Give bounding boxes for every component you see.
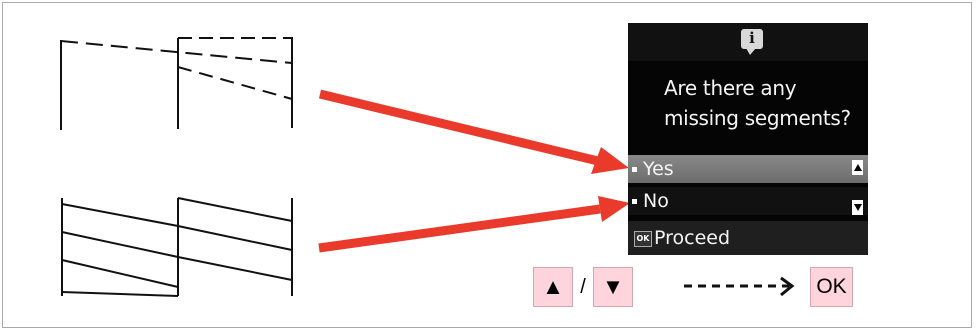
no-option-bullet: [632, 199, 637, 204]
no-option-label: No: [643, 190, 669, 212]
ok-key[interactable]: OK: [810, 267, 853, 307]
yes-option[interactable]: Yes: [628, 155, 868, 183]
printer-lcd-screen: i Are there any missing segments? Yes No…: [628, 23, 868, 255]
yes-option-bullet: [632, 167, 637, 172]
red-arrow-yes-shaft: [318, 89, 600, 166]
down-arrow-key[interactable]: ▼: [593, 267, 633, 307]
yes-option-label: Yes: [643, 158, 674, 180]
red-arrow-no-head: [598, 196, 630, 222]
dashed-arrow-head: [780, 276, 795, 297]
pattern-complete-line-6: [177, 256, 293, 281]
lcd-header: i: [628, 23, 868, 61]
pattern-complete-line-4: [177, 197, 293, 222]
missing-segments-pattern: [60, 37, 293, 130]
red-arrows: [318, 89, 630, 253]
proceed-row[interactable]: OK Proceed: [628, 221, 868, 255]
red-arrow-no-shaft: [318, 204, 601, 253]
pattern-dashed-top-line: [60, 40, 293, 64]
complete-segments-pattern: [61, 197, 293, 297]
dashed-arrow-to-ok: [684, 276, 795, 297]
pattern-dashed-diagonal-line: [177, 66, 293, 100]
ok-small-icon: OK: [634, 231, 652, 247]
no-option[interactable]: No: [628, 187, 868, 215]
pattern-complete-line-3: [61, 259, 179, 288]
up-arrow-key[interactable]: ▲: [533, 267, 573, 307]
scroll-down-icon[interactable]: [852, 200, 863, 215]
pattern-complete-bottom-left: [61, 291, 179, 297]
info-icon: i: [741, 29, 763, 55]
pattern-complete-line-1: [61, 203, 179, 227]
proceed-label: Proceed: [654, 227, 731, 249]
pattern-complete-line-2: [61, 231, 179, 258]
scroll-up-icon[interactable]: [852, 160, 863, 175]
pattern-complete-line-5: [177, 225, 293, 251]
lcd-question-text: Are there any missing segments?: [664, 76, 851, 130]
key-separator: /: [580, 276, 586, 298]
red-arrow-yes-head: [591, 147, 629, 174]
